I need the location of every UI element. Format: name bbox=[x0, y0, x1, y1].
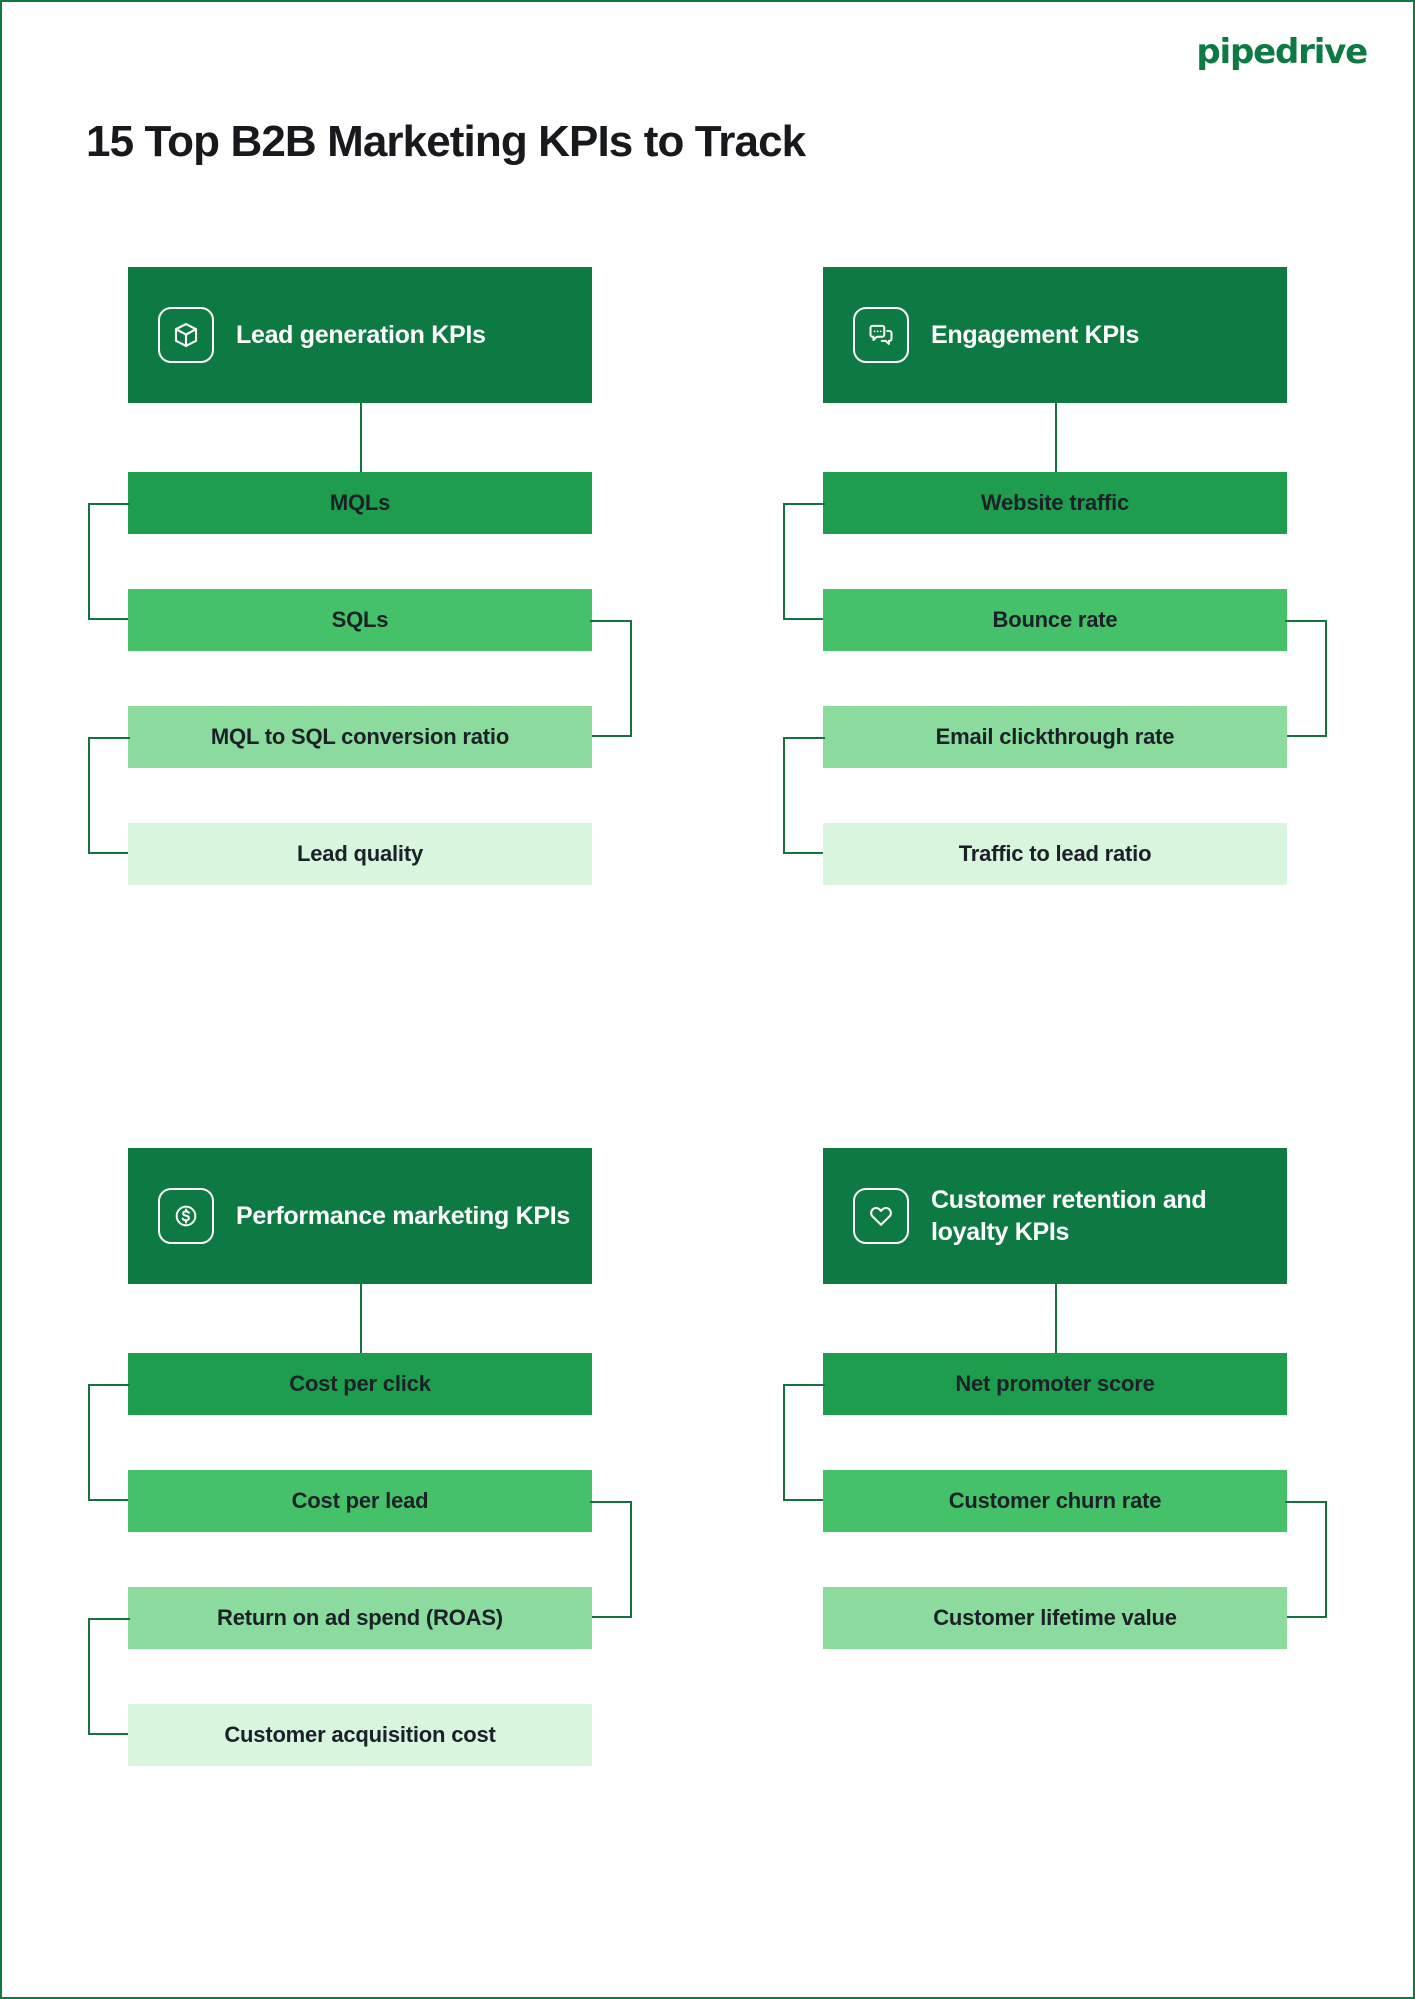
category-title: Performance marketing KPIs bbox=[236, 1202, 570, 1230]
category-header: Performance marketing KPIs bbox=[128, 1148, 592, 1284]
kpi-item-label: Traffic to lead ratio bbox=[958, 841, 1152, 866]
category-block-engagement: Engagement KPIs Website traffic Bounce r… bbox=[783, 267, 1327, 885]
bracket-connector-left bbox=[88, 1384, 130, 1501]
heart-icon bbox=[853, 1188, 909, 1244]
category-title: Lead generation KPIs bbox=[236, 321, 486, 349]
bracket-connector-right bbox=[590, 620, 632, 737]
kpi-item-label: Email clickthrough rate bbox=[935, 724, 1175, 749]
kpi-item[interactable]: Cost per click bbox=[88, 1353, 592, 1501]
header-stem-connector bbox=[360, 1284, 362, 1353]
category-items: MQLs SQLs MQL to SQL conversion ratio Le… bbox=[88, 472, 632, 885]
kpi-item-label: Customer acquisition cost bbox=[224, 1722, 496, 1747]
kpi-item[interactable]: Website traffic bbox=[783, 472, 1287, 620]
kpi-item[interactable]: Customer churn rate bbox=[823, 1470, 1327, 1618]
kpi-item-label: Customer churn rate bbox=[948, 1488, 1162, 1513]
category-header: Engagement KPIs bbox=[823, 267, 1287, 403]
bracket-connector-left bbox=[88, 737, 130, 854]
category-title: Customer retention and loyalty KPIs bbox=[931, 1186, 1207, 1246]
kpi-item-label: MQLs bbox=[329, 490, 391, 515]
kpi-item[interactable]: Bounce rate bbox=[823, 589, 1327, 737]
kpi-item[interactable]: SQLs bbox=[128, 589, 632, 737]
category-header: Lead generation KPIs bbox=[128, 267, 592, 403]
kpi-item-label: Customer lifetime value bbox=[933, 1605, 1177, 1630]
kpi-item[interactable]: MQL to SQL conversion ratio bbox=[88, 706, 592, 854]
bracket-connector-right bbox=[1285, 620, 1327, 737]
kpi-item[interactable]: Lead quality bbox=[128, 823, 592, 885]
kpi-item-label: SQLs bbox=[331, 607, 389, 632]
category-block-lead-generation: Lead generation KPIs MQLs SQLs MQL to SQ… bbox=[88, 267, 632, 885]
page-title: 15 Top B2B Marketing KPIs to Track bbox=[86, 117, 806, 167]
kpi-item[interactable]: Return on ad spend (ROAS) bbox=[88, 1587, 592, 1735]
bracket-connector-left bbox=[88, 1618, 130, 1735]
kpi-item-label: Net promoter score bbox=[955, 1371, 1155, 1396]
bracket-connector-left bbox=[783, 737, 825, 854]
kpi-item-label: Bounce rate bbox=[992, 607, 1118, 632]
chat-bubbles-icon bbox=[853, 307, 909, 363]
kpi-item[interactable]: Customer lifetime value bbox=[823, 1587, 1287, 1649]
bracket-connector-left bbox=[783, 1384, 825, 1501]
kpi-item-label: Cost per lead bbox=[291, 1488, 429, 1513]
category-header: Customer retention and loyalty KPIs bbox=[823, 1148, 1287, 1284]
header-stem-connector bbox=[1055, 403, 1057, 472]
kpi-item-label: Lead quality bbox=[297, 841, 423, 866]
kpi-item[interactable]: Customer acquisition cost bbox=[128, 1704, 592, 1766]
kpi-item[interactable]: Cost per lead bbox=[128, 1470, 632, 1618]
dollar-circle-icon bbox=[158, 1188, 214, 1244]
kpi-item[interactable]: Email clickthrough rate bbox=[783, 706, 1287, 854]
pipedrive-logo: pipedrive bbox=[1196, 32, 1368, 72]
kpi-item[interactable]: Traffic to lead ratio bbox=[823, 823, 1287, 885]
kpi-item-label: Website traffic bbox=[980, 490, 1130, 515]
header-stem-connector bbox=[1055, 1284, 1057, 1353]
bracket-connector-right bbox=[1285, 1501, 1327, 1618]
box-3d-icon bbox=[158, 307, 214, 363]
kpi-item-label: Cost per click bbox=[289, 1371, 431, 1396]
kpi-item-label: Return on ad spend (ROAS) bbox=[217, 1605, 503, 1630]
bracket-connector-left bbox=[88, 503, 130, 620]
category-items: Cost per click Cost per lead Return on a… bbox=[88, 1353, 632, 1766]
category-items: Website traffic Bounce rate Email clickt… bbox=[783, 472, 1327, 885]
category-title: Engagement KPIs bbox=[931, 321, 1140, 349]
category-items: Net promoter score Customer churn rate C… bbox=[783, 1353, 1327, 1649]
kpi-item-label: MQL to SQL conversion ratio bbox=[210, 724, 510, 749]
category-block-performance-marketing: Performance marketing KPIs Cost per clic… bbox=[88, 1148, 632, 1766]
category-block-customer-retention-loyalty: Customer retention and loyalty KPIs Net … bbox=[783, 1148, 1327, 1649]
kpi-item[interactable]: MQLs bbox=[88, 472, 592, 620]
header-stem-connector bbox=[360, 403, 362, 472]
bracket-connector-left bbox=[783, 503, 825, 620]
bracket-connector-right bbox=[590, 1501, 632, 1618]
kpi-item[interactable]: Net promoter score bbox=[783, 1353, 1287, 1501]
